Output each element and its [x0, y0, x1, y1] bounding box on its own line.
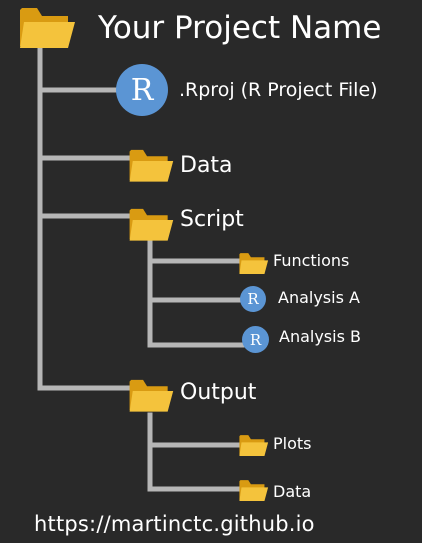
- plots-folder-label: Plots: [273, 433, 312, 453]
- output-folder-node: Output: [128, 376, 256, 414]
- folder-icon: [129, 379, 174, 412]
- plots-folder-node: Plots: [238, 433, 312, 457]
- folder-icon: [129, 208, 174, 241]
- analysis-a-node: R Analysis A: [240, 286, 360, 312]
- folder-icon: [129, 149, 174, 182]
- folder-icon: [239, 480, 269, 501]
- script-folder-label: Script: [180, 206, 244, 232]
- functions-folder-node: Functions: [238, 251, 349, 275]
- output-data-folder-label: Data: [273, 481, 312, 501]
- r-logo-icon: R: [242, 326, 269, 353]
- analysis-a-label: Analysis A: [278, 287, 360, 307]
- output-data-folder-node: Data: [238, 478, 311, 502]
- r-logo-icon: R: [116, 64, 168, 116]
- data-folder-label: Data: [180, 152, 233, 178]
- r-logo-icon: R: [240, 286, 266, 312]
- folder-icon: [239, 435, 269, 456]
- root-folder-node: Your Project Name: [18, 4, 381, 50]
- folder-icon: [239, 253, 269, 274]
- analysis-b-node: R Analysis B: [242, 326, 361, 353]
- output-folder-label: Output: [180, 379, 257, 405]
- analysis-b-label: Analysis B: [279, 327, 361, 346]
- folder-icon: [20, 8, 75, 48]
- script-folder-node: Script: [128, 205, 244, 243]
- footer-url: https://martinctc.github.io: [34, 512, 315, 536]
- root-folder-label: Your Project Name: [98, 10, 382, 46]
- rproj-label: .Rproj (R Project File): [179, 79, 378, 101]
- data-folder-node: Data: [128, 146, 233, 184]
- functions-folder-label: Functions: [273, 250, 350, 270]
- rproj-node: R .Rproj (R Project File): [116, 64, 378, 116]
